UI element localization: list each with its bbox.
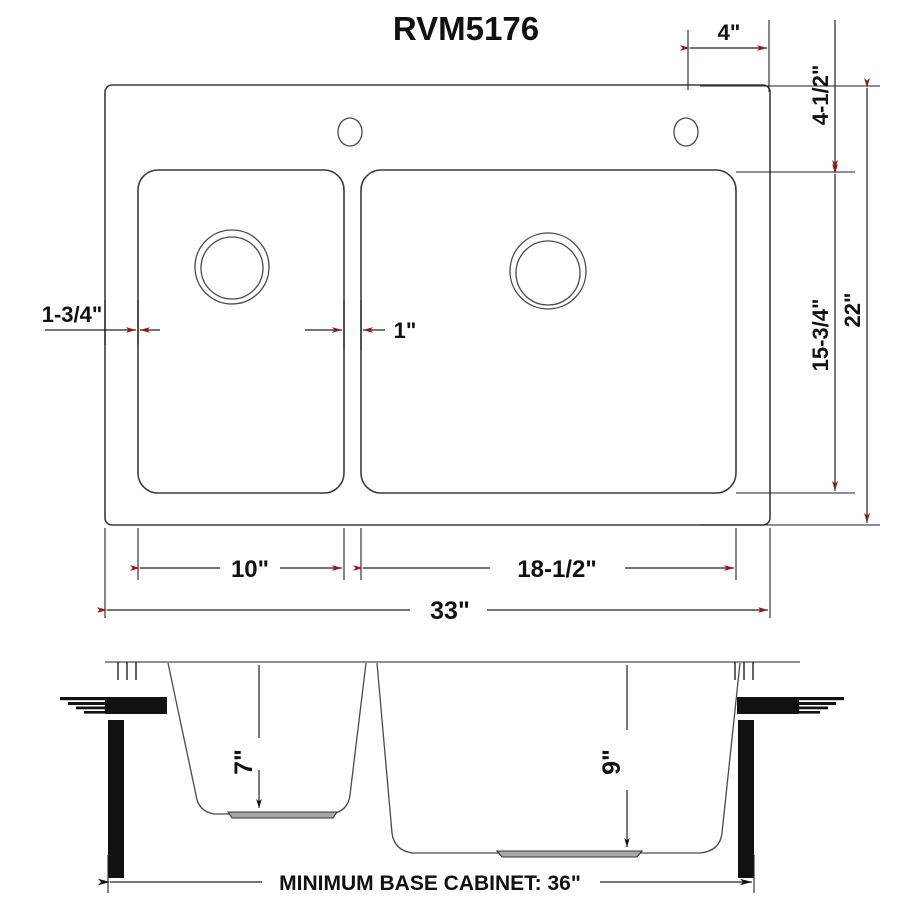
dimension-label-bowl-depth: 15-3/4"	[808, 299, 833, 372]
left-bowl-section-profile	[167, 662, 367, 815]
sink-deck-outline	[104, 84, 771, 526]
dimension-base-cabinet: MINIMUM BASE CABINET: 36"	[98, 872, 752, 895]
dimension-label-center-divider: 1"	[394, 318, 417, 343]
dimension-left-deck: 1-3/4"	[42, 302, 160, 333]
left-bowl-outline	[137, 169, 345, 494]
dimension-label-right-bowl-depth: 9"	[598, 749, 626, 775]
dimension-label-left-bowl-width: 10"	[231, 556, 269, 583]
dimension-left-bowl-width: 10"	[130, 556, 342, 583]
dimension-right-bowl-width: 18-1/2"	[353, 556, 734, 583]
extension-lines	[104, 20, 880, 618]
dimension-label-rear-deck: 4-1/2"	[808, 65, 833, 126]
top-view-group	[104, 84, 771, 526]
left-drain-inner-icon	[200, 236, 264, 300]
countertop-hatch-right	[734, 662, 754, 680]
dimension-label-overall-depth: 22"	[840, 293, 865, 328]
dimension-left-bowl-depth: 7"	[230, 665, 262, 808]
dimension-label-left-deck: 1-3/4"	[42, 302, 103, 327]
cross-section-group: 7" 9" MINIMUM BASE CABINET: 36"	[60, 661, 844, 895]
right-bowl-section-profile	[376, 662, 741, 854]
dimension-label-faucet-offset: 4"	[718, 20, 741, 45]
countertop-slab-right	[737, 697, 799, 714]
dimension-overall-width: 33"	[97, 597, 768, 625]
countertop-hatch-left	[117, 662, 137, 680]
right-bowl-bottom-pad	[495, 850, 644, 858]
cabinet-wall-left	[108, 720, 124, 878]
dimension-right-bowl-depth: 9"	[598, 665, 630, 847]
dimension-label-left-bowl-depth: 7"	[230, 749, 258, 775]
dimension-rear-deck: 4-1/2"	[808, 20, 838, 172]
left-bowl-bottom-pad	[226, 811, 339, 819]
dimension-overall-depth: 22"	[840, 78, 870, 523]
right-bowl-outline	[360, 169, 737, 494]
dimension-bowl-depth: 15-3/4"	[808, 164, 838, 491]
dimension-label-right-bowl-width: 18-1/2"	[517, 556, 596, 583]
dimension-faucet-offset: 4"	[680, 20, 767, 51]
countertop-slab-left	[105, 697, 167, 714]
dimension-label-base-cabinet: MINIMUM BASE CABINET: 36"	[279, 872, 581, 895]
dimension-center-divider: 1"	[305, 318, 416, 343]
page-title: RVM5176	[393, 10, 539, 47]
dimension-label-overall-width: 33"	[430, 597, 470, 625]
faucet-hole-left-icon	[337, 117, 363, 147]
cabinet-wall-right	[738, 720, 754, 878]
right-drain-outer-icon	[509, 232, 587, 310]
countertop-feather-right	[798, 697, 844, 714]
countertop-feather-left	[60, 697, 106, 714]
faucet-hole-right-icon	[673, 117, 699, 147]
right-drain-inner-icon	[515, 240, 581, 306]
left-drain-outer-icon	[194, 229, 270, 305]
